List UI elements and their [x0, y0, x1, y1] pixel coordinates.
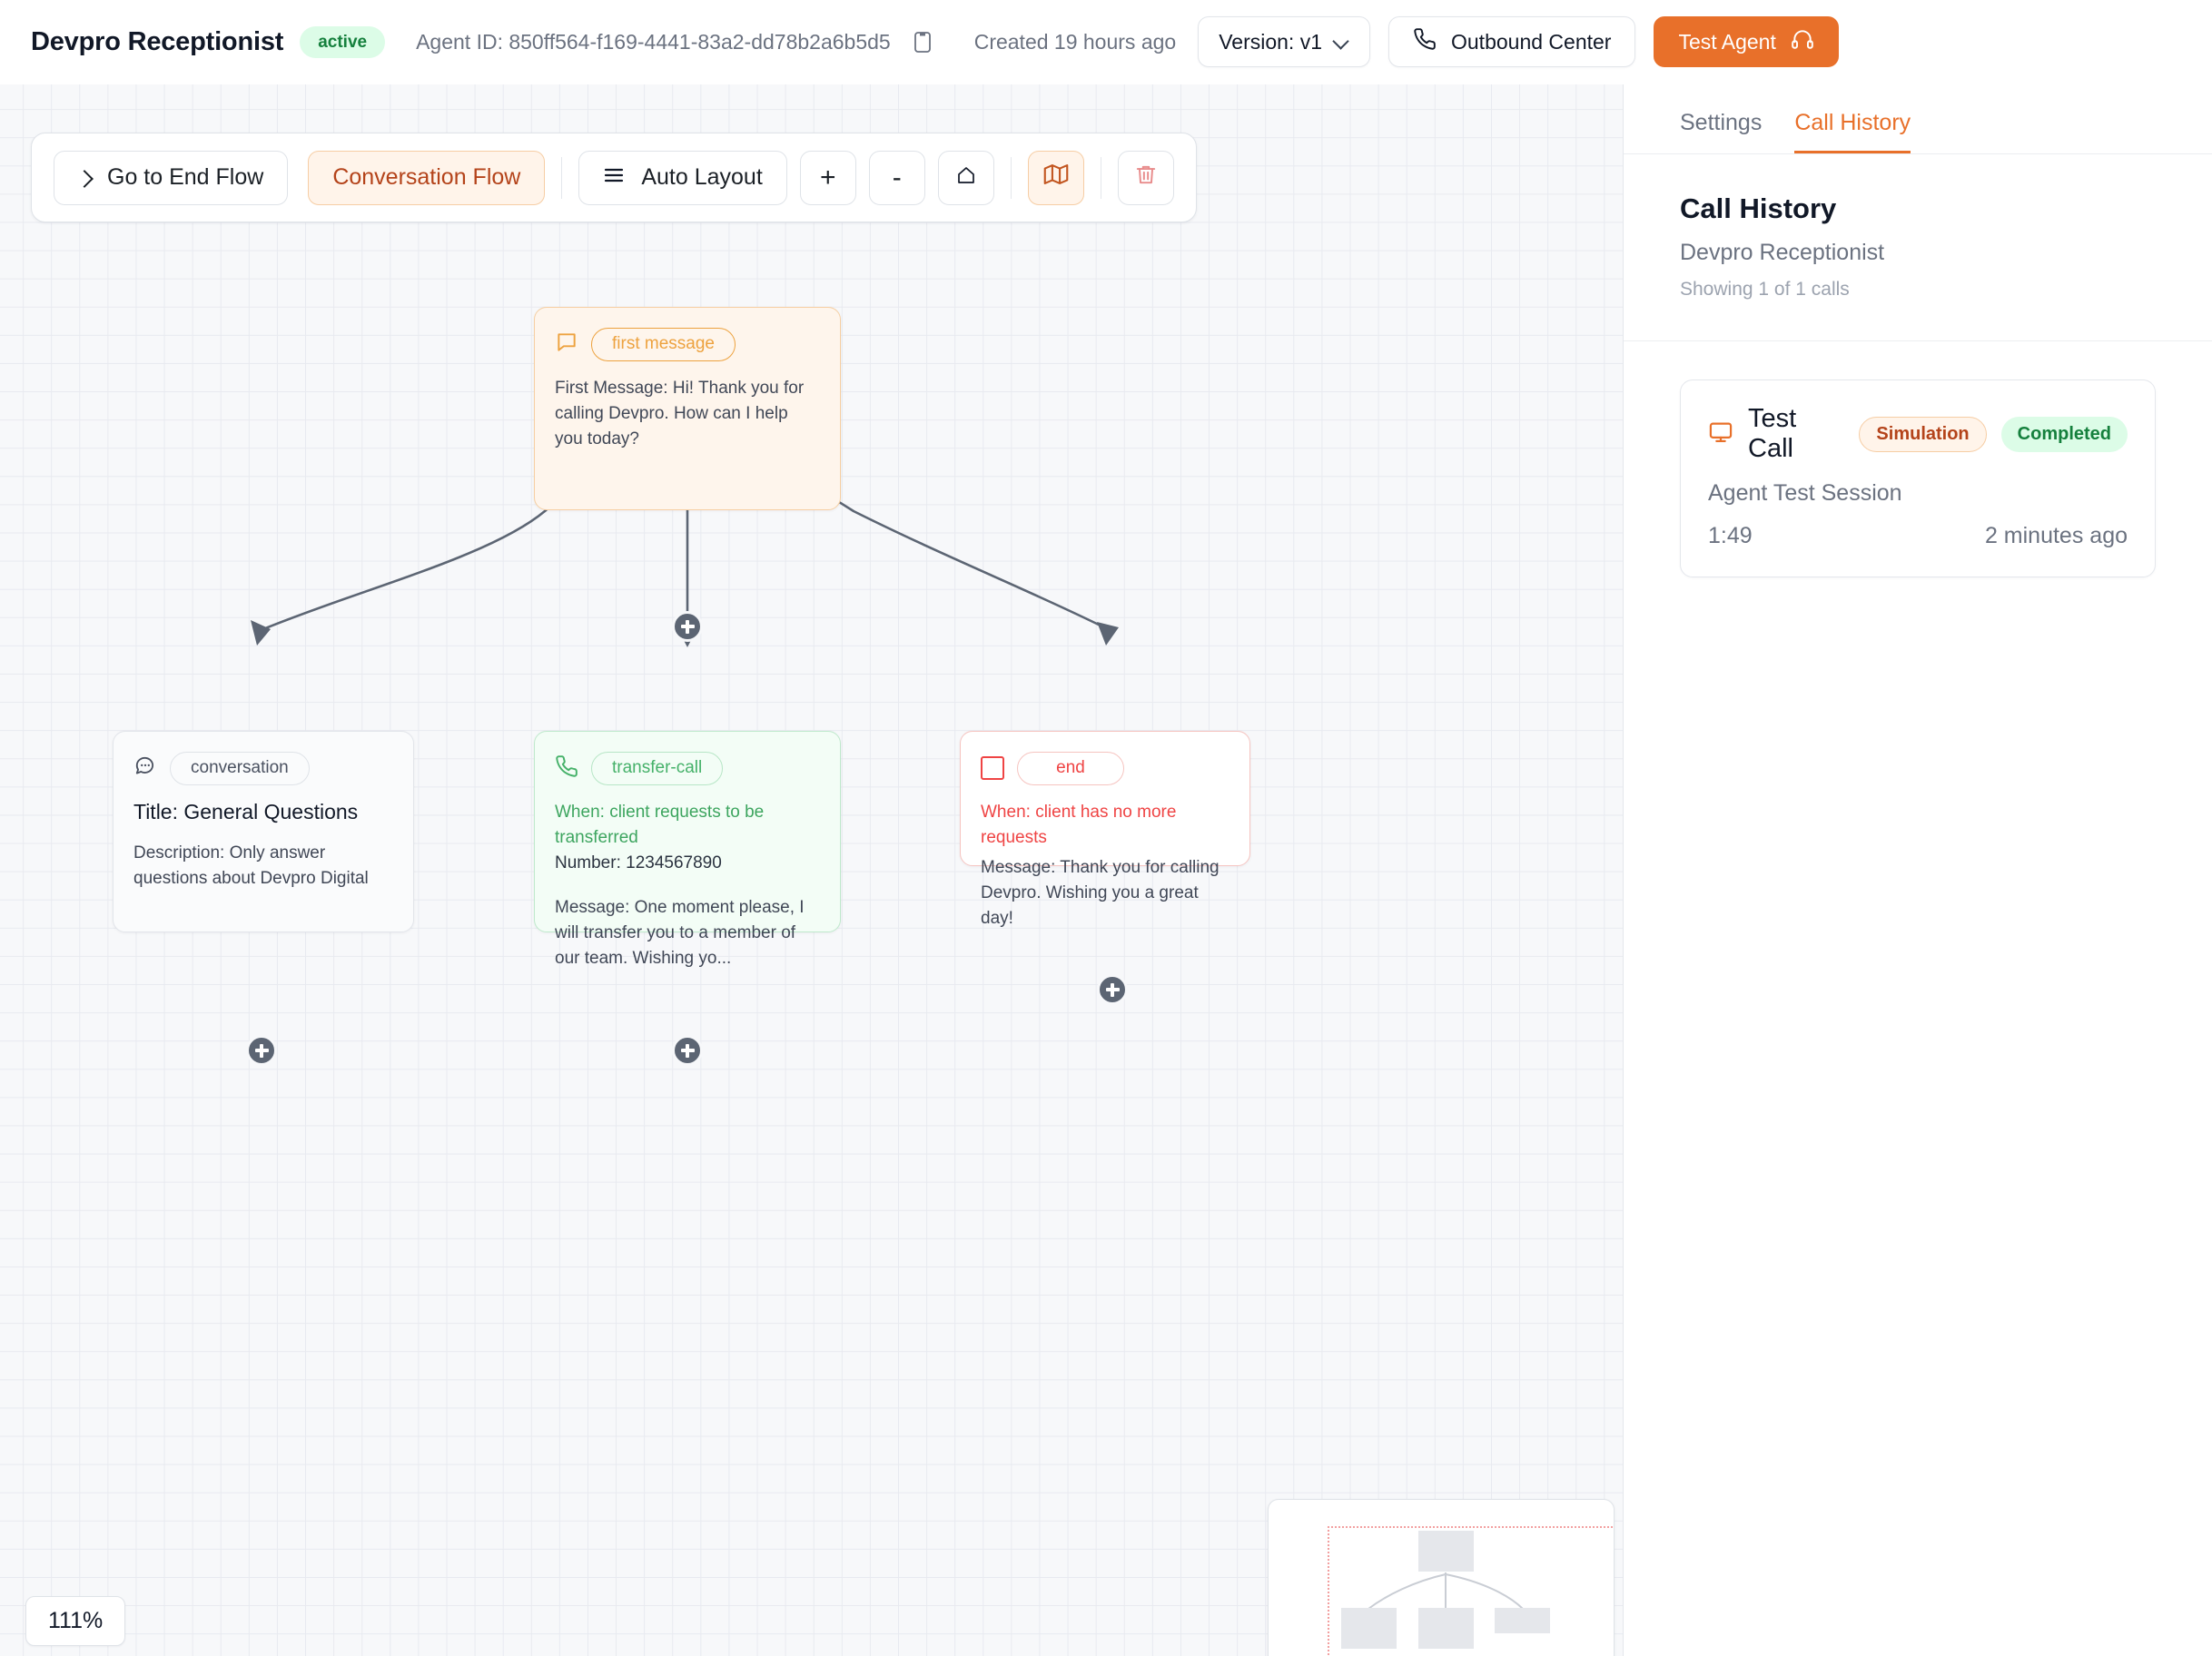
panel-divider-line [1624, 340, 2212, 341]
toolbar-divider-2 [1010, 156, 1012, 199]
minimap-node [1418, 1531, 1474, 1572]
node-when-text: When: client has no more requests [981, 802, 1177, 848]
square-icon [981, 756, 1004, 781]
minimap[interactable] [1268, 1499, 1615, 1656]
call-item-session: Agent Test Session [1708, 480, 1902, 506]
node-title-text: Title: General Questions [133, 799, 359, 823]
go-to-end-flow-label: Go to End Flow [107, 164, 264, 190]
call-type-badge: Simulation [1859, 416, 1987, 452]
auto-layout-label: Auto Layout [641, 164, 763, 190]
headset-icon [1791, 27, 1814, 56]
created-timestamp: Created 19 hours ago [973, 29, 1177, 54]
call-relative-time: 2 minutes ago [1984, 523, 2128, 548]
toggle-minimap-button[interactable] [1027, 150, 1084, 205]
node-number-text: Number: 1234567890 [555, 853, 722, 872]
minimap-node [1418, 1608, 1474, 1649]
node-header: first message [555, 328, 820, 361]
message-dots-icon [133, 754, 157, 783]
monitor-icon [1708, 419, 1733, 449]
node-end[interactable]: end When: client has no more requests Me… [960, 731, 1250, 928]
panel-divider [1623, 84, 1624, 1656]
minimap-node [1495, 1608, 1550, 1633]
minimap-node [1341, 1608, 1397, 1649]
add-node-handle-end[interactable] [1097, 974, 1128, 1005]
call-item-header: Test Call Simulation Completed [1708, 404, 2128, 464]
zoom-level-indicator[interactable]: 111% [25, 1596, 126, 1646]
test-agent-button[interactable]: Test Agent [1654, 16, 1839, 67]
version-label: Version: v1 [1219, 29, 1322, 54]
outbound-center-button[interactable]: Outbound Center [1388, 16, 1636, 67]
flow-toolbar: Go to End Flow Conversation Flow Auto La… [31, 133, 1197, 222]
go-to-end-flow-button[interactable]: Go to End Flow [54, 150, 289, 205]
node-body-text: Message: One moment please, I will trans… [555, 897, 805, 968]
tab-call-history[interactable]: Call History [1794, 110, 1911, 153]
node-first-message[interactable]: first message First Message: Hi! Thank y… [534, 307, 841, 510]
delete-button[interactable] [1117, 150, 1174, 205]
conversation-flow-label: Conversation Flow [332, 164, 521, 190]
chevron-down-icon [1335, 34, 1349, 49]
call-duration: 1:49 [1708, 523, 1753, 548]
version-select[interactable]: Version: v1 [1198, 16, 1370, 67]
minimap-edges [1368, 1572, 1524, 1610]
outbound-center-label: Outbound Center [1451, 29, 1612, 54]
node-body-text: Message: Thank you for calling Devpro. W… [981, 857, 1220, 928]
zoom-in-button[interactable]: + [799, 150, 856, 205]
call-history-subheading: Devpro Receptionist [1680, 240, 1885, 265]
node-body-text: Description: Only answer questions about… [133, 843, 369, 888]
add-node-handle-transfer[interactable] [672, 1035, 703, 1066]
toolbar-divider-1 [561, 156, 563, 199]
auto-layout-button[interactable]: Auto Layout [578, 150, 787, 205]
node-header: end [981, 752, 1229, 785]
test-agent-label: Test Agent [1678, 29, 1776, 54]
node-when-text: When: client requests to be transferred [555, 802, 765, 848]
conversation-flow-button[interactable]: Conversation Flow [308, 150, 546, 205]
flow-canvas[interactable]: Go to End Flow Conversation Flow Auto La… [0, 84, 1623, 1656]
minimap-viewport [1328, 1526, 1614, 1656]
home-icon [955, 163, 977, 193]
agent-id-text: Agent ID: 850ff564-f169-4441-83a2-dd78b2… [416, 29, 891, 54]
trash-icon [1134, 163, 1158, 193]
node-type-badge: conversation [170, 752, 310, 785]
node-type-badge: end [1017, 752, 1124, 785]
node-body-text: First Message: Hi! Thank you for calling… [555, 378, 805, 448]
call-history-heading: Call History [1680, 192, 1837, 224]
node-type-badge: transfer-call [591, 752, 724, 785]
node-conversation[interactable]: conversation Title: General Questions De… [113, 731, 414, 932]
app-header: Devpro Receptionist active Agent ID: 850… [0, 0, 2212, 84]
phone-icon [555, 754, 578, 783]
node-header: transfer-call [555, 752, 820, 785]
zoom-out-button[interactable]: - [868, 150, 925, 205]
call-item-meta: 1:49 2 minutes ago [1708, 523, 2128, 549]
menu-lines-icon [603, 164, 625, 191]
tab-settings[interactable]: Settings [1680, 110, 1763, 135]
panel-content: Call History Devpro Receptionist Showing… [1624, 154, 2212, 577]
clipboard-icon[interactable] [911, 28, 934, 55]
node-header: conversation [133, 752, 393, 785]
status-badge: active [300, 25, 386, 58]
call-status-badge: Completed [2000, 416, 2128, 452]
call-count-note: Showing 1 of 1 calls [1680, 279, 1850, 300]
call-history-item[interactable]: Test Call Simulation Completed Agent Tes… [1680, 380, 2156, 577]
map-icon [1043, 162, 1069, 194]
right-panel: Settings Call History Call History Devpr… [1624, 84, 2212, 1656]
node-transfer-call[interactable]: transfer-call When: client requests to b… [534, 731, 841, 968]
chevron-right-icon [78, 172, 91, 184]
call-item-title: Test Call [1748, 404, 1797, 463]
add-node-handle-root[interactable] [672, 611, 703, 642]
panel-tab-bar: Settings Call History [1624, 84, 2212, 154]
phone-icon [1413, 27, 1437, 56]
node-type-badge: first message [591, 328, 736, 361]
message-square-icon [555, 330, 578, 359]
page-title: Devpro Receptionist [31, 26, 284, 56]
fit-view-button[interactable] [937, 150, 994, 205]
add-node-handle-conversation[interactable] [246, 1035, 277, 1066]
